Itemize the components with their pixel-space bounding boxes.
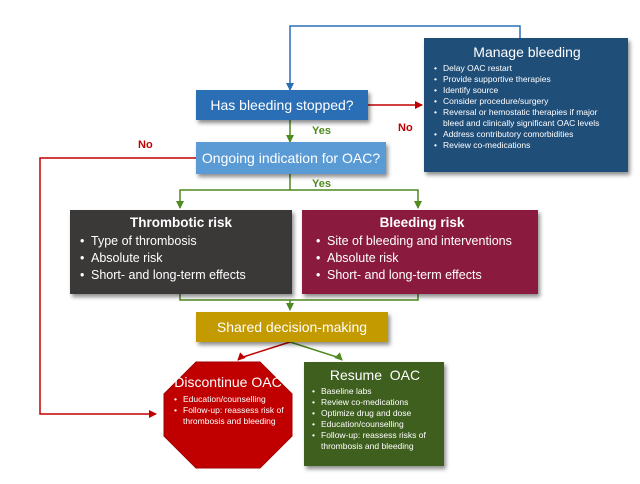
bleeding-risk-item-text: Site of bleeding and interventions: [327, 234, 512, 248]
discontinue-octagon-shape: [163, 361, 293, 469]
manage-bleeding-item: • Provide supportive therapies: [434, 74, 620, 85]
resume-item-text: Follow-up: reassess risks of thrombosis …: [321, 430, 426, 451]
edge-risks-to-shared: [179, 294, 419, 301]
resume-item: • Optimize drug and dose: [312, 408, 438, 419]
shared-decision-box: Shared decision-making: [196, 312, 388, 342]
manage-bleeding-item: • Reversal or hemostatic therapies if maj…: [434, 107, 620, 129]
thrombotic-risk-item-text: Short- and long-term effects: [91, 268, 246, 282]
edge-shared-to-discontinue: [237, 341, 291, 361]
edge-label-yes-2: Yes: [312, 178, 331, 190]
resume-item-text: Baseline labs: [321, 386, 372, 396]
resume-list: • Baseline labs • Review co-medications • Opt…: [312, 386, 438, 452]
discontinue-item: • Follow-up: reassess risk of thrombosis …: [174, 405, 286, 427]
manage-bleeding-item: • Review co-medications: [434, 140, 620, 151]
manage-bleeding-item-text: Address contributory comorbidities: [443, 129, 574, 139]
thrombotic-risk-item: • Absolute risk: [80, 250, 282, 267]
bleeding-risk-item: • Absolute risk: [316, 250, 528, 267]
bleeding-risk-list: • Site of bleeding and interventions • Abso…: [316, 233, 528, 284]
bullet-icon: •: [312, 397, 315, 407]
bullet-icon: •: [80, 234, 85, 248]
bleeding-risk-item: • Short- and long-term effects: [316, 267, 528, 284]
discontinue-item: • Education/counselling: [174, 394, 286, 405]
discontinue-list: • Education/counselling • Follow-up: reasse…: [170, 394, 286, 427]
bullet-icon: •: [434, 140, 437, 150]
manage-bleeding-item-text: Delay OAC restart: [443, 63, 512, 73]
thrombotic-risk-item: • Short- and long-term effects: [80, 267, 282, 284]
bullet-icon: •: [434, 129, 437, 139]
ongoing-indication-box: Ongoing indication for OAC?: [196, 142, 386, 174]
manage-bleeding-item-text: Consider procedure/surgery: [443, 96, 549, 106]
edge-label-no-left: No: [138, 139, 153, 151]
bullet-icon: •: [312, 408, 315, 418]
manage-bleeding-item: • Identify source: [434, 85, 620, 96]
manage-bleeding-item: • Delay OAC restart: [434, 63, 620, 74]
manage-bleeding-item-text: Review co-medications: [443, 140, 531, 150]
bullet-icon: •: [312, 419, 315, 429]
edge-indication-split: [176, 174, 291, 209]
bullet-icon: •: [434, 96, 437, 106]
edge-label-yes-1: Yes: [312, 125, 331, 137]
bullet-icon: •: [80, 268, 85, 282]
bleeding-risk-item-text: Absolute risk: [327, 251, 399, 265]
bullet-icon: •: [316, 268, 321, 282]
bleeding-risk-title: Bleeding risk: [379, 215, 465, 230]
edge-label-no-right: No: [398, 122, 413, 134]
bullet-icon: •: [312, 430, 315, 440]
discontinue-item-text: Follow-up: reassess risk of thrombosis a…: [183, 405, 284, 426]
manage-bleeding-box: Manage bleeding • Delay OAC restart • Provi…: [424, 38, 628, 172]
resume-item: • Baseline labs: [312, 386, 438, 397]
bullet-icon: •: [316, 234, 321, 248]
bleeding-risk-item: • Site of bleeding and interventions: [316, 233, 528, 250]
resume-item: • Follow-up: reassess risks of thrombosis…: [312, 430, 438, 452]
bleeding-stopped-box: Has bleeding stopped?: [196, 90, 368, 120]
edge-manage-to-question: [286, 25, 521, 91]
shared-decision-text: Shared decision-making: [216, 319, 368, 335]
edge-indication-split-right: [290, 189, 422, 209]
resume-item: • Review co-medications: [312, 397, 438, 408]
manage-bleeding-item-text: Reversal or hemostatic therapies if majo…: [443, 107, 600, 128]
bleeding-risk-box: Bleeding risk • Site of bleeding and inte…: [302, 210, 538, 294]
resume-item-text: Education/counselling: [321, 419, 404, 429]
thrombotic-risk-item: • Type of thrombosis: [80, 233, 282, 250]
discontinue-title: Discontinue OAC: [174, 374, 282, 390]
manage-bleeding-item: • Address contributory comorbidities: [434, 129, 620, 140]
thrombotic-risk-list: • Type of thrombosis • Absolute risk • Short-…: [80, 233, 282, 284]
manage-bleeding-title: Manage bleeding: [473, 44, 581, 60]
resume-item-text: Review co-medications: [321, 397, 409, 407]
manage-bleeding-item: • Consider procedure/surgery: [434, 96, 620, 107]
bullet-icon: •: [434, 107, 437, 117]
manage-bleeding-item-text: Identify source: [443, 85, 499, 95]
manage-bleeding-item-text: Provide supportive therapies: [443, 74, 551, 84]
resume-title: Resume OAC: [329, 367, 421, 383]
thrombotic-risk-box: Thrombotic risk • Type of thrombosis • Abso…: [70, 210, 292, 294]
bullet-icon: •: [434, 63, 437, 73]
bullet-icon: •: [312, 386, 315, 396]
resume-item: • Education/counselling: [312, 419, 438, 430]
discontinue-box: Discontinue OAC • Education/counselling • F…: [170, 368, 286, 464]
bleeding-risk-item-text: Short- and long-term effects: [327, 268, 482, 282]
edge-shared-to-resume: [289, 341, 343, 361]
bullet-icon: •: [174, 394, 177, 404]
bullet-icon: •: [80, 251, 85, 265]
thrombotic-risk-item-text: Absolute risk: [91, 251, 163, 265]
manage-bleeding-list: • Delay OAC restart • Provide supportive th…: [434, 63, 620, 151]
resume-box: Resume OAC • Baseline labs • Review co-medi…: [304, 362, 444, 466]
bullet-icon: •: [316, 251, 321, 265]
thrombotic-risk-item-text: Type of thrombosis: [91, 234, 197, 248]
ongoing-indication-text: Ongoing indication for OAC?: [201, 150, 381, 166]
resume-item-text: Optimize drug and dose: [321, 408, 412, 418]
thrombotic-risk-title: Thrombotic risk: [129, 215, 232, 230]
bullet-icon: •: [174, 405, 177, 415]
edge-no-to-discontinue: [39, 157, 196, 418]
bullet-icon: •: [434, 74, 437, 84]
bleeding-stopped-text: Has bleeding stopped?: [210, 97, 354, 113]
bullet-icon: •: [434, 85, 437, 95]
discontinue-item-text: Education/counselling: [183, 394, 266, 404]
